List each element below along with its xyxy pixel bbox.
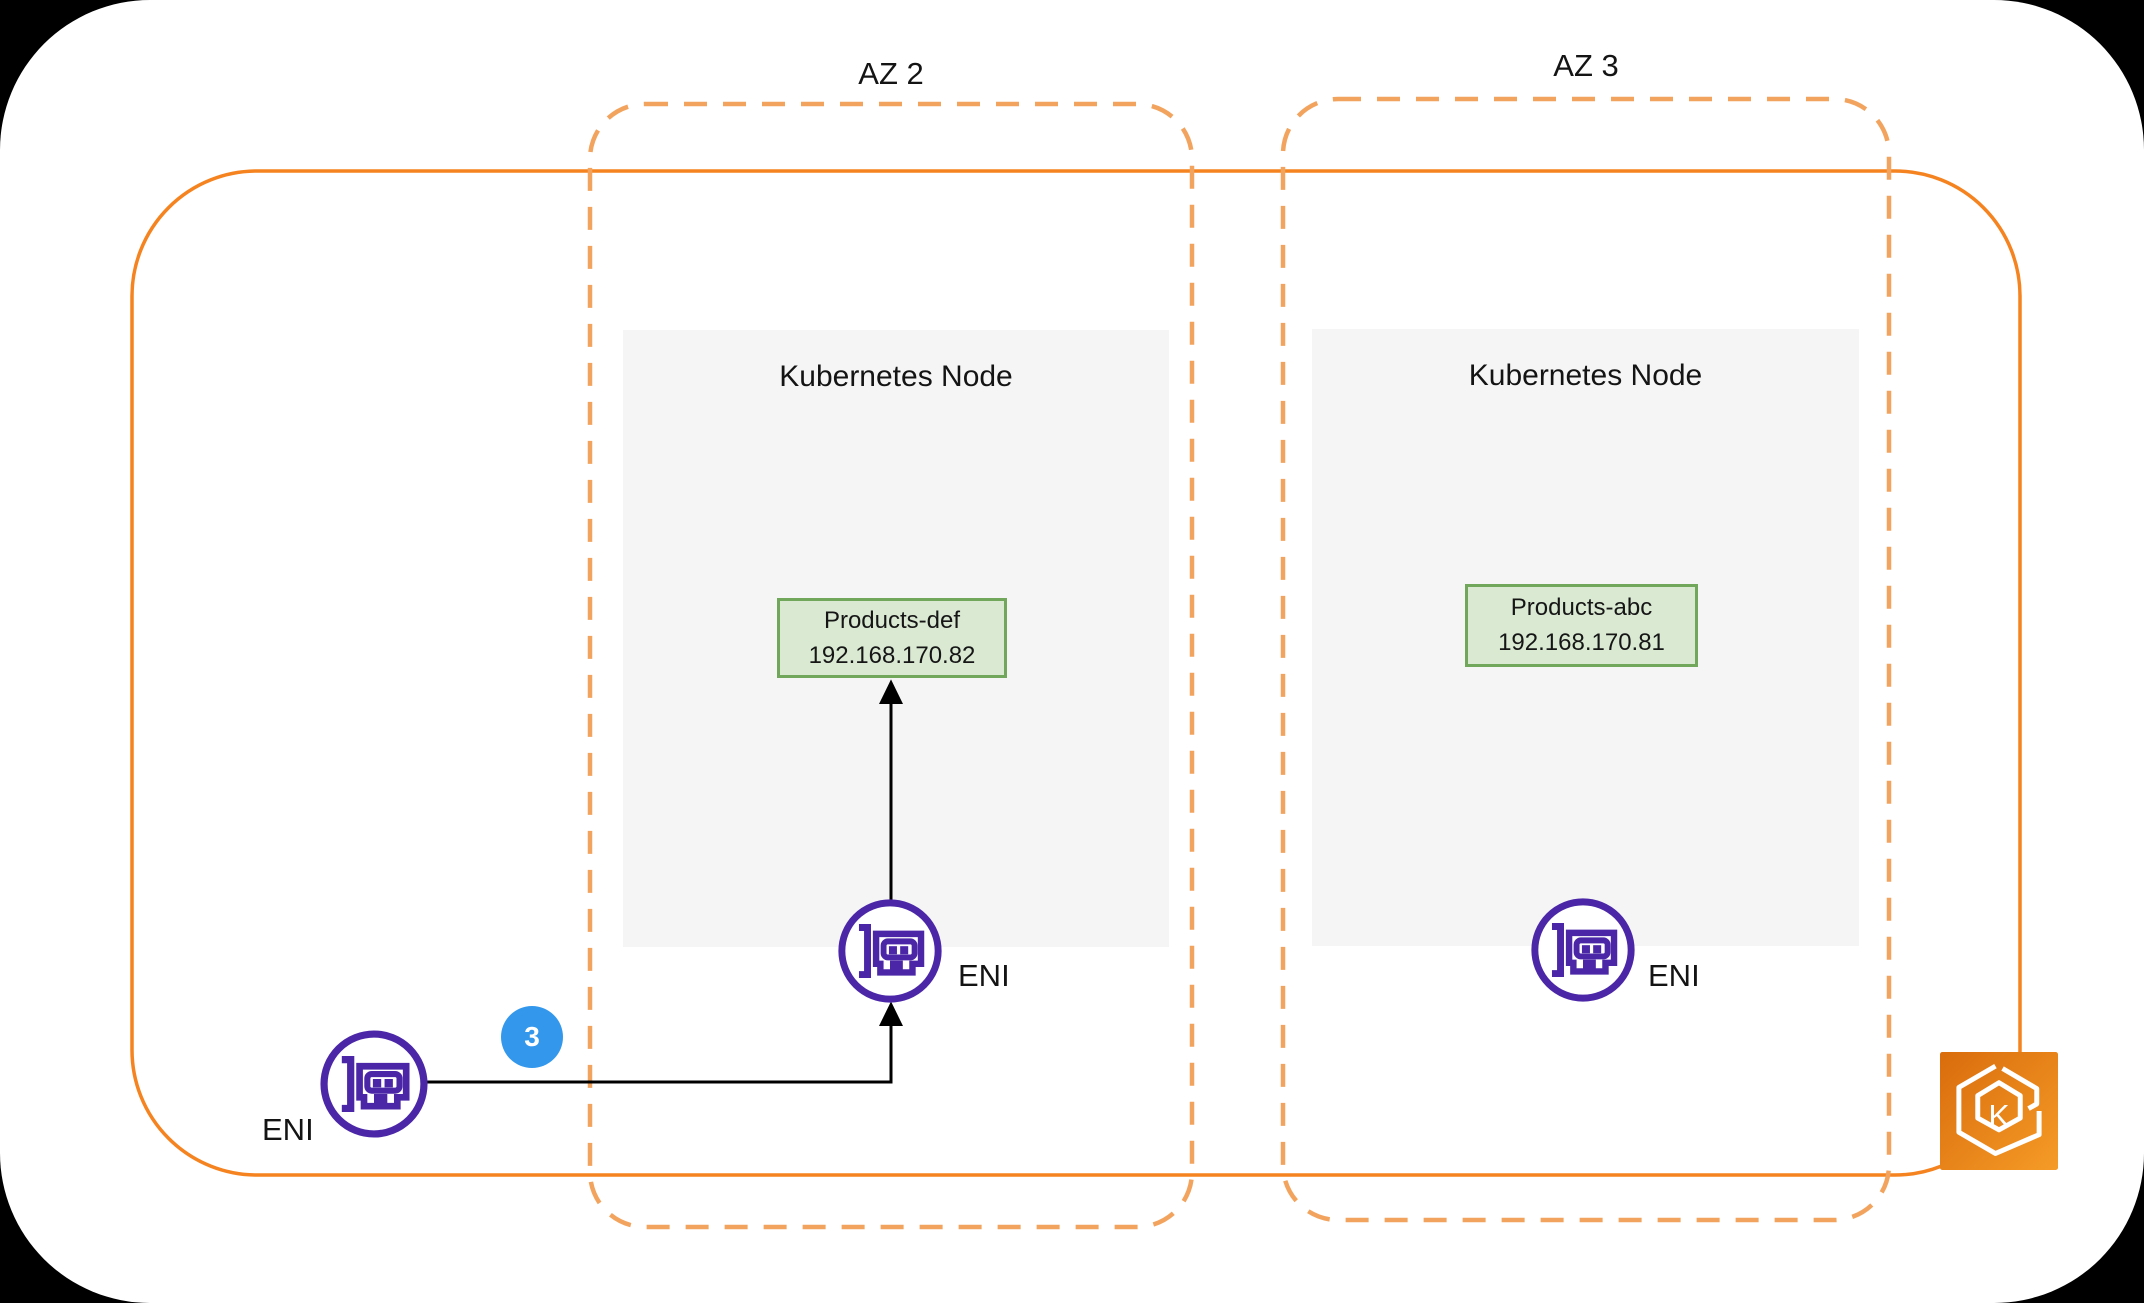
pod-name: Products-def — [823, 606, 961, 634]
pod-products-def: Products-def 192.168.170.82 — [777, 598, 1007, 678]
node-1-eni-label: ENI — [958, 958, 1010, 993]
pod-products-abc: Products-abc 192.168.170.81 — [1465, 584, 1698, 667]
pod-name: Products-abc — [1510, 594, 1653, 621]
kubernetes-node-2-title: Kubernetes Node — [1468, 359, 1703, 392]
kubernetes-node-1-title: Kubernetes Node — [779, 360, 1013, 393]
pod-ip: 192.168.170.81 — [1498, 629, 1665, 656]
node-2-eni-label: ENI — [1648, 958, 1700, 993]
az3-label: AZ 3 — [1553, 48, 1619, 83]
az2-label: AZ 2 — [858, 56, 924, 91]
external-eni-label: ENI — [262, 1112, 314, 1147]
step-3-badge: 3 — [501, 1006, 563, 1068]
pod-ip: 192.168.170.82 — [808, 641, 976, 669]
